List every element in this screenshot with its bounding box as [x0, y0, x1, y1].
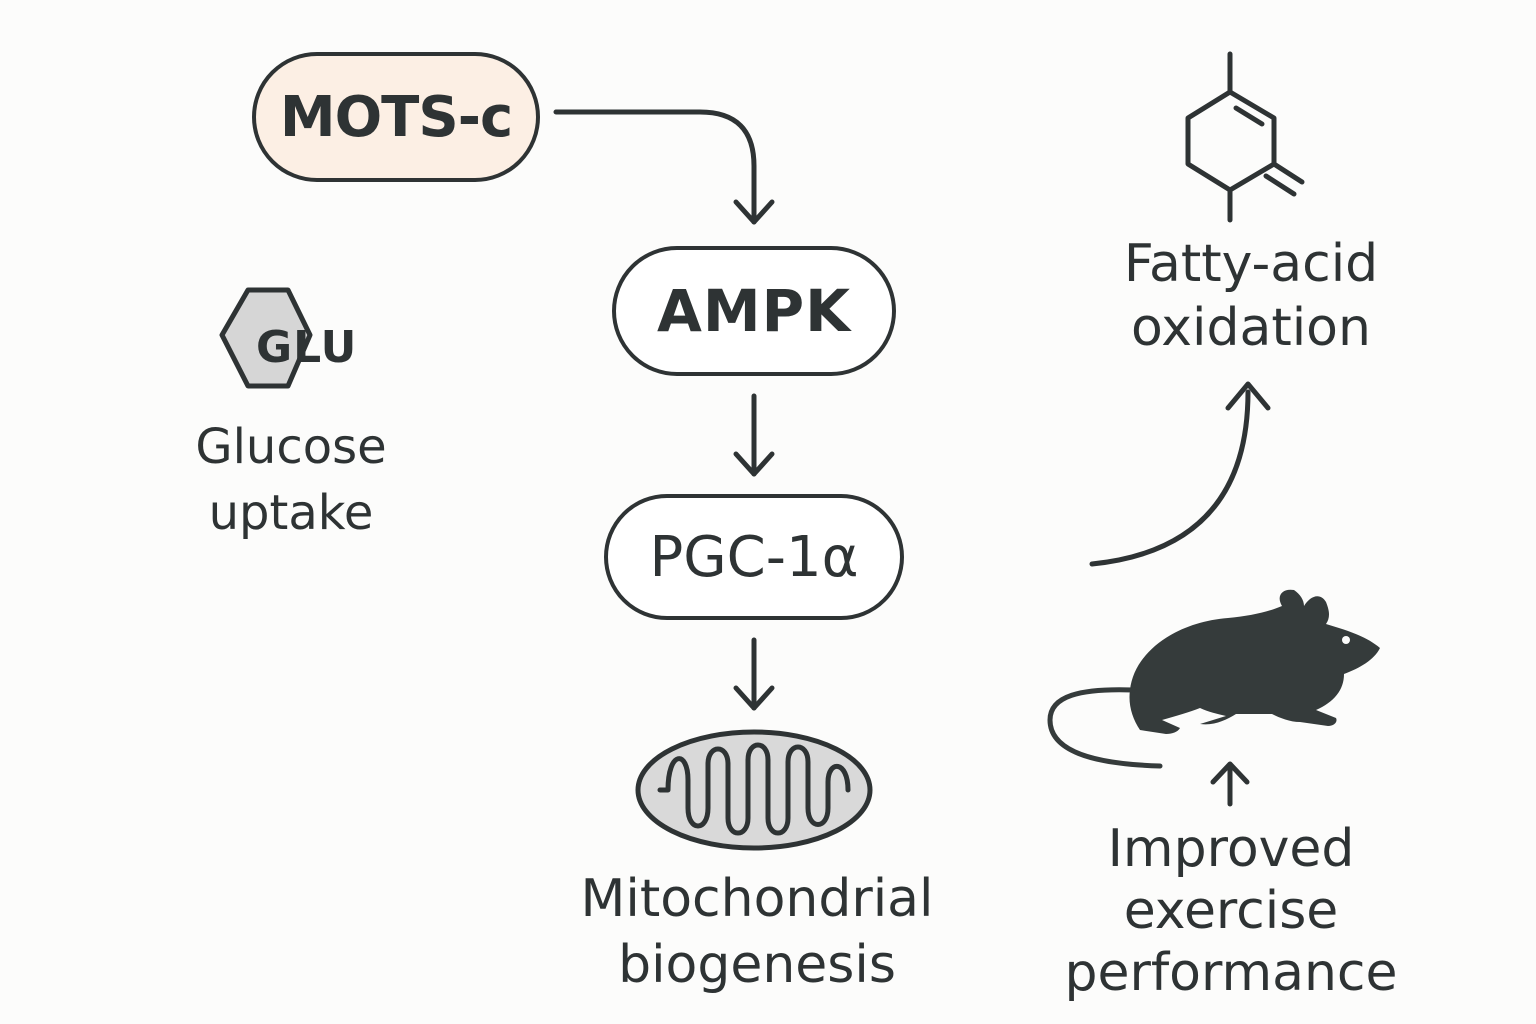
arrow-pgc-to-mito — [733, 637, 775, 711]
arrow-to-fatty-acid — [1089, 381, 1271, 567]
mito-label-line1: Mitochondrial — [580, 869, 934, 929]
arrow-exercise-up — [1210, 761, 1250, 807]
fatty-acid-oxidation-label: Fatty-acid oxidation — [1090, 232, 1412, 360]
arrow-mots-to-ampk — [553, 109, 775, 225]
exercise-label-line1: Improved — [1107, 819, 1355, 879]
mito-label-line2: biogenesis — [618, 935, 896, 995]
glucose-hexagon-icon — [219, 287, 313, 389]
glucose-icon-label: GLU — [256, 322, 358, 373]
fatty-label-line1: Fatty-acid — [1123, 234, 1379, 294]
exercise-label-line2: exercise — [1123, 881, 1339, 941]
improved-exercise-performance-label: Improved exercise performance — [1050, 818, 1412, 1004]
glucose-label-line1: Glucose — [195, 419, 387, 475]
mitochondrial-biogenesis-label: Mitochondrial biogenesis — [560, 866, 954, 998]
ampk-node: AMPK — [612, 246, 896, 376]
exercise-label-line3: performance — [1064, 943, 1398, 1003]
pgc-1a-node: PGC-1α — [604, 494, 904, 620]
glucose-uptake-label: Glucose uptake — [160, 414, 422, 546]
fatty-label-line2: oxidation — [1131, 298, 1371, 358]
mots-c-node: MOTS-c — [252, 52, 540, 182]
arrow-ampk-to-pgc — [733, 393, 775, 477]
mouse-icon — [1047, 589, 1380, 769]
glucose-label-line2: uptake — [208, 485, 374, 541]
molecule-structure-icon — [1185, 51, 1305, 223]
mitochondrion-icon — [635, 729, 873, 851]
